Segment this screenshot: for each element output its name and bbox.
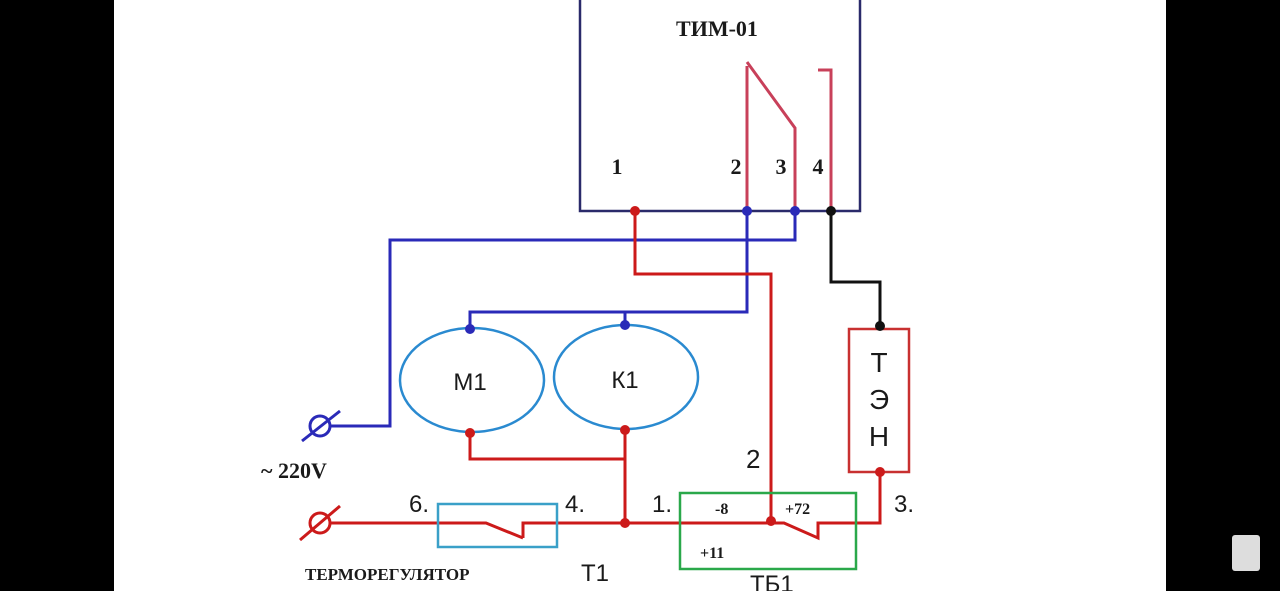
relay-contact-4 [818,68,833,211]
switch-label-plus72: +72 [785,501,810,518]
blue-wire-neutral [330,211,797,428]
supply-voltage-label: ~ 220V [261,458,327,483]
terminal-label-3: 3 [776,154,787,179]
terminal-label-4: 4 [813,154,824,179]
thermostat-caption: ТЕРМОРЕГУЛЯТОР [305,565,469,584]
terminal-label-1: 1 [612,154,623,179]
junction-dot [465,324,475,334]
junction-dot [465,428,475,438]
switch-label-plus11: +11 [700,545,724,562]
supply-terminal-bottom [299,504,341,542]
junction-dot [790,206,800,216]
thermostat-box [436,502,559,549]
junction-dot [875,467,885,477]
switch-terminal-2: 2 [746,444,760,474]
thermostat-name: Т1 [581,560,609,587]
junction-dot [875,321,885,331]
supply-terminal-top [301,409,341,443]
junction-dot [620,425,630,435]
junction-dot [630,206,640,216]
terminal-label-2: 2 [731,154,742,179]
junction-dot [766,516,776,526]
switch-terminal-3: 3. [894,491,914,518]
corner-app-icon[interactable] [1232,535,1260,571]
thermostat-contact [438,521,524,540]
heater-letter-t: Т [870,347,887,378]
relay-contact-3 [745,61,797,211]
motor-m1-label: М1 [453,369,486,396]
black-wire-terminal-4 [829,211,882,326]
thermostat-terminal-4: 4. [565,491,585,518]
switch-block-name: ТБ1 [750,571,794,591]
contactor-k1-label: К1 [611,367,638,394]
junction-dot [742,206,752,216]
thermostat-terminal-6: 6. [409,491,429,518]
junction-dot [620,320,630,330]
heater-letter-n: Н [869,421,889,452]
switch-label-minus8: -8 [715,501,728,518]
switch-terminal-1: 1. [652,491,672,518]
blue-wire-to-m1 [468,211,749,329]
device-title: ТИМ-01 [676,16,758,41]
red-wire-m1-return [468,433,625,461]
diagram-canvas: ТИМ-01 1 2 3 4 М1 [114,0,1166,591]
device-frame [578,0,862,213]
junction-dot [826,206,836,216]
heater-letter-e: Э [869,384,889,415]
junction-dot [620,518,630,528]
wiring-diagram: ТИМ-01 1 2 3 4 М1 [261,0,914,591]
switch-block-box [678,491,858,571]
red-wire-terminal-1 [633,211,773,521]
